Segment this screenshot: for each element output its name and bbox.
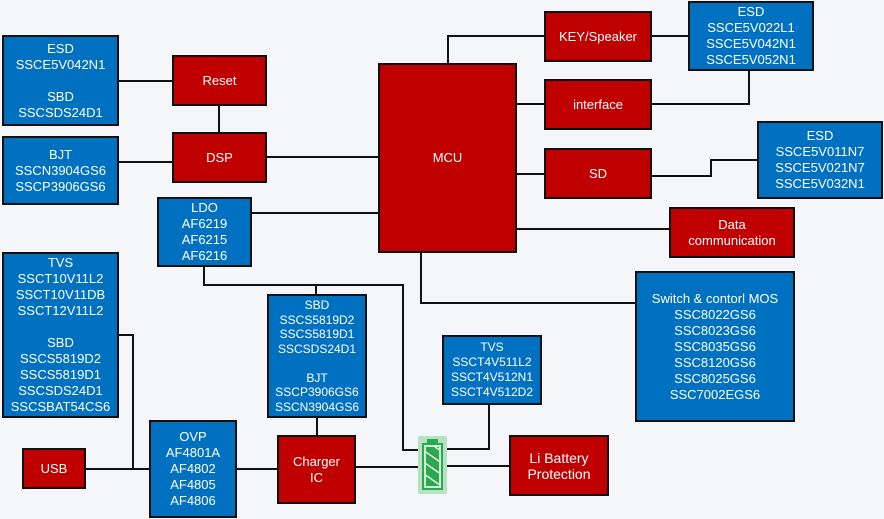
- part-number: AF6216: [181, 248, 228, 263]
- wire-sd-to-esd: [652, 159, 757, 177]
- block-title: BJT: [306, 370, 328, 385]
- part-number: SSCS5819D2: [20, 351, 101, 366]
- block-title: OVP: [179, 429, 207, 444]
- part-number: AF4801A: [165, 445, 221, 460]
- part-number: SSC8022GS6: [674, 306, 756, 322]
- esd-sbd-block: ESD SSCE5V042N1 SBD SSCSDS24D1: [2, 35, 119, 126]
- part-number: SSC8120GS6: [674, 354, 756, 370]
- reset-block: Reset: [172, 55, 267, 106]
- part-number: SSCE5V021N7: [775, 160, 865, 175]
- block-title: TVS: [47, 255, 74, 270]
- block-label: DSP: [206, 149, 233, 165]
- tvs-block: TVS SSCT4V511L2 SSCT4V512N1 SSCT4V512D2: [442, 335, 542, 405]
- part-number: AF6219: [181, 216, 228, 231]
- part-number: AF4806: [170, 493, 216, 508]
- wire-tvs-sbd-to-usb: [119, 334, 134, 469]
- part-number: SSCS5819D1: [279, 327, 355, 341]
- part-number: SSCE5V022L1: [707, 20, 795, 35]
- sd-block: SD: [544, 148, 652, 199]
- block-label: KEY/Speaker: [558, 28, 638, 44]
- sbd-bjt-block: SBD SSCS5819D2 SSCS5819D1 SSCSDS24D1 BJT…: [267, 294, 367, 418]
- part-number: SSC8025GS6: [674, 370, 756, 386]
- part-number: SSCS5819D2: [279, 312, 355, 327]
- block-title: TVS: [480, 340, 504, 354]
- ovp-block: OVP AF4801A AF4802 AF4805 AF4806: [149, 420, 237, 518]
- part-number: SSCT4V512N1: [450, 370, 534, 384]
- block-label: interface: [573, 96, 623, 112]
- charger-ic-block: Charger IC: [277, 435, 356, 504]
- block-label: Li Battery: [529, 449, 589, 466]
- block-title: SBD: [47, 335, 74, 350]
- part-number: SSCT10V11L2: [17, 271, 104, 286]
- part-number: SSCSDS24D1: [18, 383, 103, 398]
- block-label: IC: [310, 469, 323, 485]
- wire-mcu-to-key-speaker: [447, 35, 544, 63]
- mcu-block: MCU: [378, 63, 517, 253]
- battery-icon: [418, 436, 447, 494]
- li-battery-protection-block: Li Battery Protection: [509, 435, 609, 496]
- block-label: Protection: [527, 465, 591, 482]
- battery-fill: [426, 447, 439, 486]
- interface-block: interface: [544, 79, 652, 130]
- wire-mcu-to-switch-mos: [420, 253, 635, 304]
- part-number: SSCE5V042N1: [706, 36, 796, 51]
- part-number: SSCSDS24D1: [277, 341, 357, 356]
- part-number: SSC7002EGS6: [669, 386, 761, 402]
- block-title: SBD: [47, 88, 74, 104]
- block-title: BJT: [48, 146, 73, 162]
- part-number: SSCE5V032N1: [775, 176, 865, 191]
- wire-interface-to-esd: [652, 71, 750, 105]
- part-number: SSCN3904GS6: [274, 399, 360, 414]
- block-title: ESD: [737, 4, 765, 19]
- block-label: USB: [40, 460, 68, 476]
- block-label: communication: [688, 232, 776, 248]
- block-label: SD: [588, 165, 608, 181]
- part-number: SSCE5V052N1: [706, 52, 796, 67]
- part-number: SSCP3906GS6: [275, 385, 359, 399]
- part-number: SSCE5V011N7: [775, 144, 865, 159]
- key-speaker-block: KEY/Speaker: [544, 11, 652, 62]
- data-communication-block: Data communication: [669, 207, 795, 258]
- ldo-block: LDO AF6219 AF6215 AF6216: [157, 197, 252, 267]
- tvs-sbd-block: TVS SSCT10V11L2 SSCT10V11DB SSCT12V11L2 …: [2, 252, 119, 418]
- part-number: SSCP3906GS6: [15, 178, 106, 194]
- part-number: SSCT4V511L2: [452, 355, 532, 369]
- esd-right-block: ESD SSCE5V011N7 SSCE5V021N7 SSCE5V032N1: [757, 121, 883, 199]
- block-title: ESD: [806, 128, 834, 143]
- block-title: Switch & contorl MOS: [651, 290, 779, 306]
- block-label: Reset: [202, 72, 237, 88]
- esd-top-block: ESD SSCE5V022L1 SSCE5V042N1 SSCE5V052N1: [688, 1, 814, 71]
- part-number: SSCN3904GS6: [14, 162, 107, 178]
- part-number: SSCSBAT54CS6: [10, 399, 111, 414]
- block-label: Charger: [293, 453, 340, 469]
- part-number: SSCE5V042N1: [15, 56, 106, 72]
- usb-block: USB: [22, 448, 86, 489]
- block-label: MCU: [432, 150, 463, 165]
- part-number: AF6215: [181, 232, 228, 247]
- wire-ldo-to-battery: [203, 267, 418, 451]
- block-title: ESD: [47, 40, 74, 56]
- wire-tvs-to-battery: [447, 405, 490, 450]
- part-number: SSCT10V11DB: [15, 287, 106, 302]
- battery-body: [422, 443, 443, 490]
- block-label: Data: [718, 216, 746, 232]
- block-title: SBD: [304, 298, 330, 312]
- part-number: SSC8035GS6: [674, 338, 756, 354]
- part-number: SSCSDS24D1: [18, 104, 103, 120]
- part-number: SSC8023GS6: [674, 322, 756, 338]
- part-number: SSCS5819D1: [20, 367, 101, 382]
- part-number: SSCT4V512D2: [450, 385, 534, 399]
- battery-cap: [427, 439, 438, 443]
- part-number: SSCT12V11L2: [17, 303, 104, 318]
- block-title: LDO: [191, 200, 218, 215]
- bjt-block: BJT SSCN3904GS6 SSCP3906GS6: [2, 136, 119, 205]
- dsp-block: DSP: [172, 132, 267, 183]
- switch-control-mos-block: Switch & contorl MOS SSC8022GS6 SSC8023G…: [635, 271, 795, 422]
- part-number: AF4802: [170, 461, 216, 476]
- part-number: AF4805: [170, 477, 216, 492]
